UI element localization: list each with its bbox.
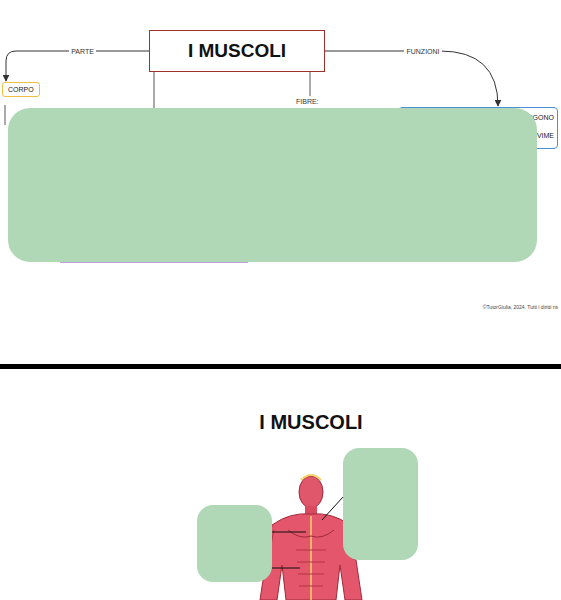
copyright-note: ©TutorGiulia, 2024. Tutti i diritti ris: [483, 304, 558, 310]
edge-label: FUNZIONI: [404, 48, 441, 55]
part-box: CORPO: [2, 82, 40, 97]
leader-line: [272, 568, 300, 569]
title-box: I MUSCOLI: [149, 30, 325, 72]
node-text: OVIME: [402, 132, 554, 139]
hidden-box-edge: [60, 255, 248, 262]
node-text: CORPO: [8, 86, 34, 93]
node-text: ENGONO: [402, 114, 554, 121]
branch-line: [154, 72, 155, 115]
leader-line: [322, 497, 343, 520]
cover-patch: [343, 448, 418, 560]
branch-line: [5, 105, 6, 125]
cover-patch: [197, 505, 272, 582]
page-title: I MUSCOLI: [259, 411, 362, 434]
page-separator: [0, 364, 561, 369]
body-figure: [260, 475, 362, 600]
node-text: I MUSCOLI: [188, 40, 286, 62]
connector: [325, 51, 498, 106]
cover-patch: [8, 108, 537, 262]
connector: [6, 51, 149, 81]
branch-line: [310, 72, 311, 96]
edge-label: PARTE: [69, 48, 96, 55]
fibre-label: FIBRE:: [296, 98, 319, 105]
leader-line: [272, 532, 306, 533]
function-box: ENGONO OVIME: [398, 107, 558, 149]
